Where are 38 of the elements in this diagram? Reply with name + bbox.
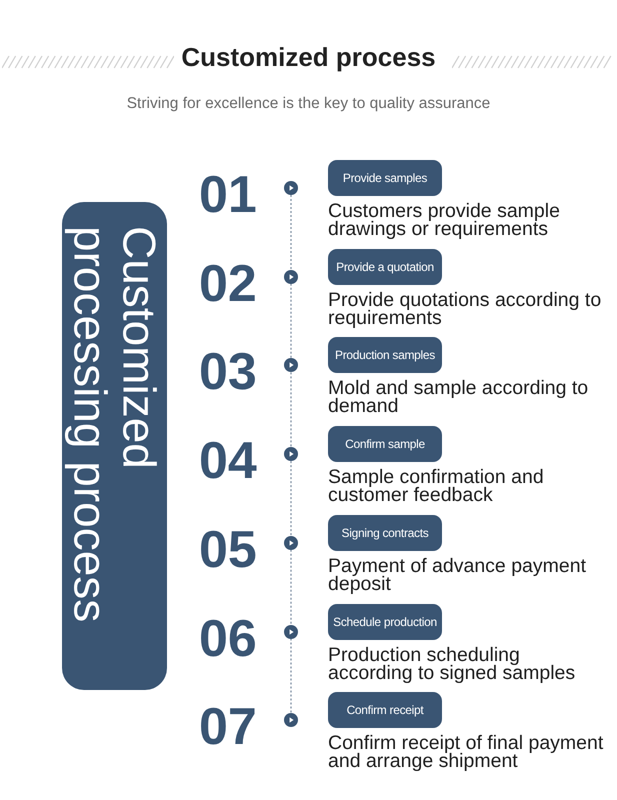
step-number: 06 (199, 612, 257, 664)
step-description: Mold and sample according to demand (328, 379, 590, 416)
play-icon (284, 270, 298, 284)
step-tag: Signing contracts (328, 514, 442, 551)
step-description: Payment of advance payment deposit (328, 556, 587, 593)
play-icon (284, 181, 298, 195)
play-icon (284, 358, 298, 372)
step-tag: Confirm receipt (328, 692, 442, 728)
play-icon (284, 624, 298, 638)
dashed-connector (290, 549, 292, 625)
rounded-panel (62, 202, 167, 690)
subtitle: Striving for excellence is the key to quality assurance (126, 95, 490, 113)
step-description: Sample confirmation and customer feedback (328, 468, 545, 504)
play-icon (284, 536, 298, 550)
dashed-connector (290, 194, 292, 270)
step-description: Customers provide sample drawings or requirements (328, 202, 561, 238)
step-number: 04 (199, 435, 257, 488)
dashed-connector (290, 372, 292, 448)
play-icon (284, 447, 298, 462)
step-tag: Provide samples (328, 160, 442, 196)
step-tag: Provide a quotation (328, 248, 442, 285)
step-tag: Confirm sample (328, 426, 442, 462)
step-tag: Production samples (328, 337, 442, 374)
step-number: 05 (199, 524, 257, 576)
step-tag: Schedule production (328, 604, 442, 640)
dashed-connector (290, 638, 292, 714)
play-icon (284, 713, 298, 728)
step-description: Provide quotations according to requirements (328, 290, 602, 327)
step-description: Confirm receipt of final payment and arrange shipment (328, 734, 604, 770)
step-number: 03 (199, 346, 257, 398)
step-number: 01 (199, 169, 257, 221)
dashed-connector (290, 460, 292, 536)
step-number: 07 (199, 701, 257, 754)
page-title: Customized process (181, 42, 436, 73)
step-number: 02 (199, 258, 257, 310)
step-description: Production scheduling according to signed samples (328, 646, 576, 682)
dashed-connector (290, 283, 292, 359)
panel-title: Customized processing process (66, 226, 164, 624)
